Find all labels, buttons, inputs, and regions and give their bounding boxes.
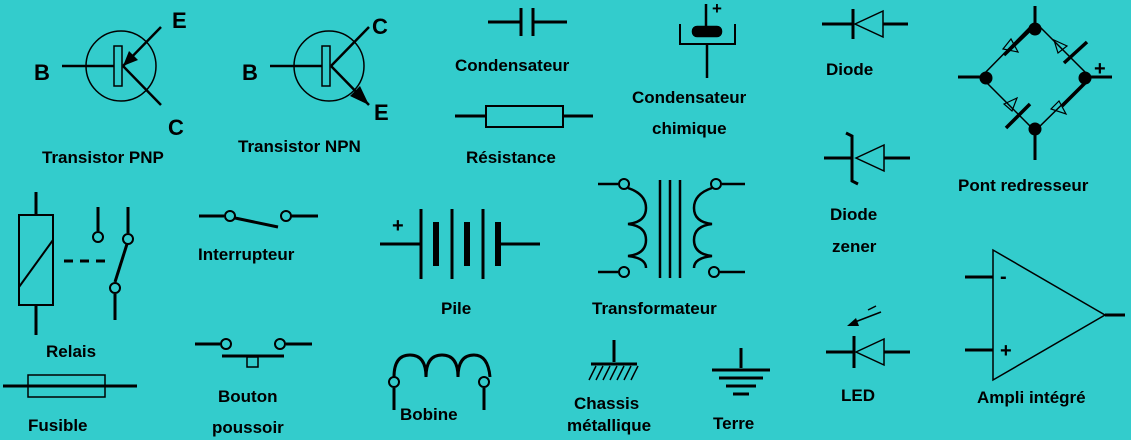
transformer-label: Transformateur xyxy=(592,299,717,318)
push-button-symbol xyxy=(195,338,312,368)
pnp-collector-letter: C xyxy=(168,115,184,140)
chemical-capacitor-symbol xyxy=(679,4,736,78)
switch-label: Interrupteur xyxy=(198,245,295,264)
battery-symbol xyxy=(380,209,540,279)
capacitor-symbol xyxy=(488,8,567,36)
chemical-capacitor-label-line1: Condensateur xyxy=(632,88,747,107)
pnp-transistor-symbol xyxy=(62,26,162,106)
coil-label: Bobine xyxy=(400,405,458,424)
npn-emitter-letter: E xyxy=(374,100,389,125)
coil-symbol xyxy=(388,353,492,410)
chemical-capacitor-label-line2: chimique xyxy=(652,119,727,138)
switch-symbol xyxy=(199,210,318,229)
transformer-symbol xyxy=(598,178,745,278)
push-button-label-line2: poussoir xyxy=(212,418,284,437)
relay-label: Relais xyxy=(46,342,96,361)
npn-transistor-symbol xyxy=(270,26,370,106)
npn-label: Transistor NPN xyxy=(238,137,361,156)
pnp-emitter-letter: E xyxy=(172,8,187,33)
chassis-symbol xyxy=(588,340,639,381)
battery-label: Pile xyxy=(441,299,471,318)
fuse-symbol xyxy=(3,374,137,398)
bridge-rectifier-symbol xyxy=(958,6,1112,160)
led-label: LED xyxy=(841,386,875,405)
zener-label-line2: zener xyxy=(832,237,877,256)
npn-base-letter: B xyxy=(242,60,258,85)
chassis-label-line2: métallique xyxy=(567,416,651,435)
resistor-symbol xyxy=(455,105,593,128)
fuse-label: Fusible xyxy=(28,416,88,435)
capacitor-label: Condensateur xyxy=(455,56,570,75)
diode-label: Diode xyxy=(826,60,873,79)
earth-label: Terre xyxy=(713,414,754,433)
led-symbol xyxy=(826,305,910,368)
push-button-label-line1: Bouton xyxy=(218,387,277,406)
chemical-capacitor-plus: + xyxy=(712,0,722,18)
op-amp-label: Ampli intégré xyxy=(977,388,1086,407)
op-amp-minus-sign: - xyxy=(1000,266,1007,288)
pnp-base-letter: B xyxy=(34,60,50,85)
battery-plus-sign: + xyxy=(392,215,404,237)
op-amp-symbol xyxy=(965,248,1125,382)
npn-collector-letter: C xyxy=(372,14,388,39)
bridge-label: Pont redresseur xyxy=(958,176,1089,195)
diode-symbol xyxy=(822,9,908,39)
bridge-plus-sign: + xyxy=(1094,58,1106,80)
zener-label-line1: Diode xyxy=(830,205,877,224)
earth-ground-symbol xyxy=(712,348,770,396)
op-amp-plus-sign: + xyxy=(1000,340,1012,362)
chassis-label-line1: Chassis xyxy=(574,394,639,413)
pnp-label: Transistor PNP xyxy=(42,148,164,167)
zener-diode-symbol xyxy=(824,131,910,186)
relay-symbol xyxy=(18,192,134,335)
resistor-label: Résistance xyxy=(466,148,556,167)
